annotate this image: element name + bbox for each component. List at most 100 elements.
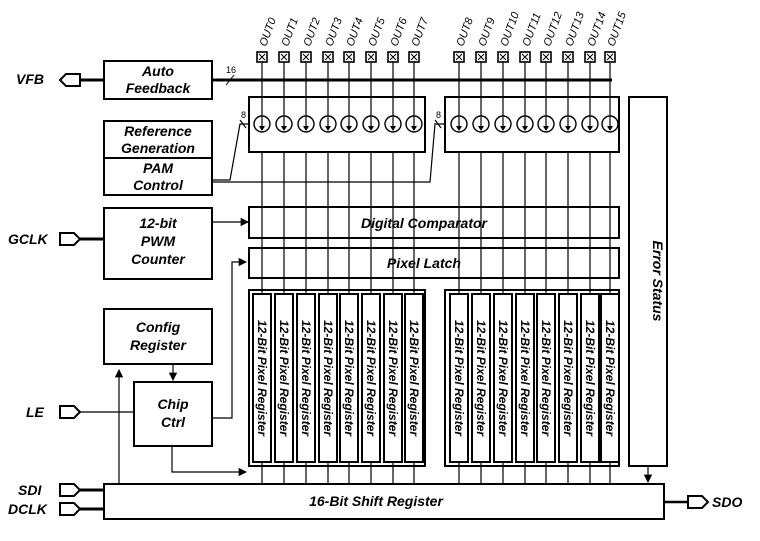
pam-control-block: PAM Control (103, 157, 213, 196)
pam-left-width: 8 (241, 110, 246, 120)
output-pin-icon (453, 51, 465, 63)
pixel-register-label: 12-Bit Pixel Register (603, 320, 617, 437)
svg-text:PWM: PWM (141, 233, 176, 249)
output-pin-label: OUT2 (302, 16, 323, 48)
pin-dclk-connector (59, 502, 104, 516)
output-pin-icon (365, 51, 377, 63)
pixel-register-label: 12-Bit Pixel Register (496, 320, 510, 437)
pin-gclk-connector (59, 232, 104, 246)
pixel-register (252, 293, 272, 463)
pixel-register-label: 12-Bit Pixel Register (474, 320, 488, 437)
current-sink-icon (537, 97, 555, 133)
channel-out15: 12-Bit Pixel Register (600, 62, 620, 484)
output-pin-label: OUT10 (499, 10, 523, 48)
digital-comparator-block: Digital Comparator (248, 206, 620, 239)
pixel-register-label: 12-Bit Pixel Register (583, 320, 597, 437)
shift-register-block: 16-Bit Shift Register (103, 483, 665, 520)
output-pin-label: OUT4 (345, 16, 366, 48)
feedback-bus-width: 16 (226, 65, 236, 75)
pin-vfb-label: VFB (16, 71, 44, 87)
output-pin-icon (322, 51, 334, 63)
pixel-register (471, 293, 491, 463)
output-pin-icon (475, 51, 487, 63)
current-sink-icon (559, 97, 577, 133)
output-pin-label: OUT7 (410, 16, 432, 49)
svg-text:Error Status: Error Status (650, 241, 666, 322)
output-pin-icon (300, 51, 312, 63)
pin-sdo-connector (687, 495, 710, 509)
pixel-register-label: 12-Bit Pixel Register (452, 320, 466, 437)
output-pin-label: OUT8 (455, 16, 477, 49)
output-pin-label: OUT12 (542, 11, 565, 48)
svg-text:Config: Config (136, 319, 181, 335)
current-sink-icon (253, 97, 271, 133)
channel-out13: 12-Bit Pixel Register (558, 62, 578, 484)
chip-ctrl-block: Chip Ctrl (133, 381, 213, 447)
output-pin-label: OUT13 (564, 10, 588, 48)
svg-text:Reference: Reference (124, 123, 192, 139)
pam-right-width: 8 (436, 110, 441, 120)
pixel-register-label: 12-Bit Pixel Register (386, 320, 400, 437)
config-register-block: Config Register (103, 308, 213, 365)
channel-out3: 12-Bit Pixel Register (318, 62, 338, 484)
current-sink-icon (297, 97, 315, 133)
pixel-register-label: 12-Bit Pixel Register (539, 320, 553, 437)
current-sink-icon (319, 97, 337, 133)
pixel-register-label: 12-Bit Pixel Register (321, 320, 335, 437)
channel-out7: 12-Bit Pixel Register (404, 62, 424, 484)
pixel-register (580, 293, 600, 463)
svg-text:Pixel Latch: Pixel Latch (387, 255, 461, 271)
current-sink-icon (581, 97, 599, 133)
pixel-register (361, 293, 381, 463)
channel-out2: 12-Bit Pixel Register (296, 62, 316, 484)
pin-sdi-connector (59, 483, 104, 497)
output-pin-icon (604, 51, 616, 63)
pixel-register (339, 293, 359, 463)
svg-text:12-bit: 12-bit (139, 215, 178, 231)
pixel-register (383, 293, 403, 463)
svg-text:Feedback: Feedback (126, 80, 192, 96)
current-sink-icon (450, 97, 468, 133)
channel-out9: 12-Bit Pixel Register (471, 62, 491, 484)
control-wiring (80, 257, 688, 504)
error-status-block: Error Status (628, 96, 668, 467)
output-pin-icon (519, 51, 531, 63)
output-pin-label: OUT1 (280, 16, 301, 48)
svg-text:Control: Control (133, 177, 184, 193)
pixel-register (515, 293, 535, 463)
pixel-register-label: 12-Bit Pixel Register (277, 320, 291, 437)
pixel-register-label: 12-Bit Pixel Register (255, 320, 269, 437)
pixel-register (558, 293, 578, 463)
output-pin-label: OUT9 (477, 16, 498, 48)
pixel-register (449, 293, 469, 463)
output-pin-label: OUT3 (324, 16, 346, 49)
output-pin-label: OUT6 (389, 16, 411, 49)
pixel-register (600, 293, 620, 463)
output-pin-label: OUT15 (606, 10, 630, 48)
channel-out14: 12-Bit Pixel Register (580, 62, 600, 484)
current-sink-icon (275, 97, 293, 133)
pixel-register-label: 12-Bit Pixel Register (518, 320, 532, 437)
channel-out5: 12-Bit Pixel Register (361, 62, 381, 484)
pixel-register (318, 293, 338, 463)
output-pin-icon (256, 51, 268, 63)
svg-text:Generation: Generation (121, 140, 195, 156)
pixel-latch-block: Pixel Latch (248, 247, 620, 279)
current-sink-icon (340, 97, 358, 133)
pin-gclk-label: GCLK (8, 231, 49, 247)
pixel-register (404, 293, 424, 463)
current-sink-icon (601, 97, 619, 133)
channel-out12: 12-Bit Pixel Register (536, 62, 556, 484)
output-pin-label: OUT11 (521, 11, 544, 48)
auto-feedback-block: Auto Feedback (103, 60, 213, 100)
channel-out11: 12-Bit Pixel Register (515, 62, 535, 484)
output-pin-icon (540, 51, 552, 63)
output-pin-icon (408, 51, 420, 63)
channel-out0: 12-Bit Pixel Register (252, 62, 272, 484)
reference-generation-block: Reference Generation (103, 120, 213, 159)
pin-le-label: LE (26, 404, 45, 420)
pixel-register-label: 12-Bit Pixel Register (561, 320, 575, 437)
output-pin-icon (387, 51, 399, 63)
